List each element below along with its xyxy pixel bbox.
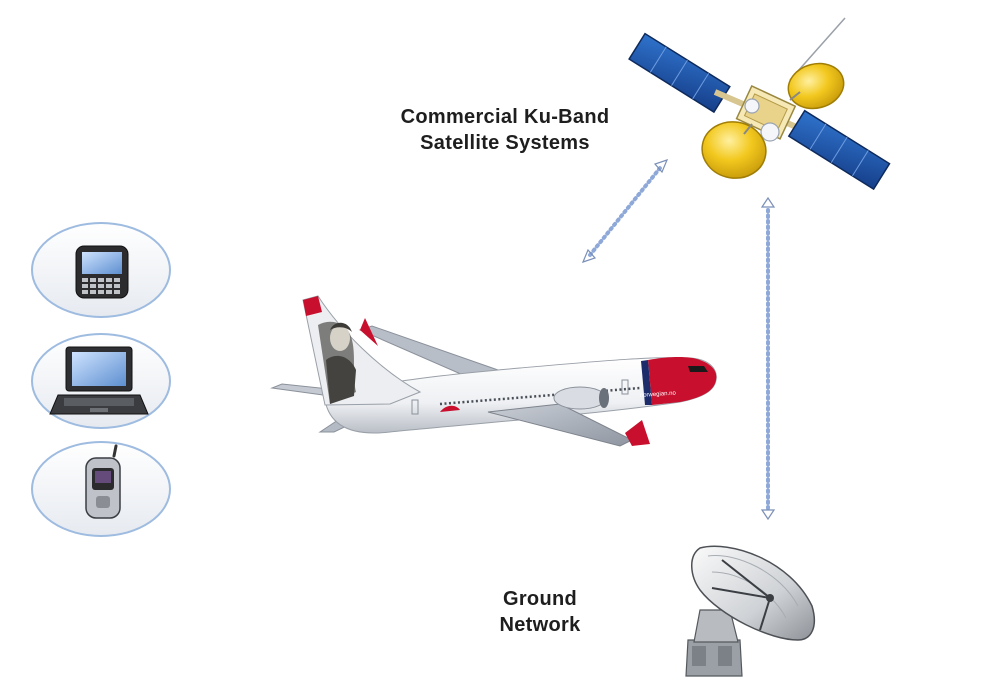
laptop-device [31, 333, 171, 429]
airline-livery-text: norwegian.no [640, 390, 677, 399]
laptop-icon [49, 346, 149, 415]
ground-network-label: Ground Network [440, 586, 640, 638]
arrowhead-icon [581, 248, 597, 263]
mobile-phone-icon [85, 444, 121, 519]
satellite-label-line-1: Commercial Ku-Band [400, 106, 610, 128]
tail-portrait-icon [318, 321, 356, 404]
ground-label-line-2: Network [499, 614, 581, 636]
link-satellite-ground [760, 196, 776, 521]
satellite-icon [628, 17, 891, 191]
arrowhead-icon [760, 509, 776, 521]
smartphone-device [31, 222, 171, 318]
arrowhead-icon [653, 159, 669, 174]
link-aircraft-satellite [581, 159, 669, 263]
satellite-systems-label: Commercial Ku-Band Satellite Systems [330, 104, 680, 156]
satellite-label-line-2: Satellite Systems [420, 132, 590, 154]
airplane-icon: norwegian.no [270, 295, 717, 447]
dish-antenna-icon [685, 545, 816, 677]
ground-label-line-1: Ground [502, 588, 577, 610]
arrowhead-icon [760, 196, 776, 208]
smartphone-icon [75, 245, 129, 299]
mobile-phone-device [31, 441, 171, 537]
